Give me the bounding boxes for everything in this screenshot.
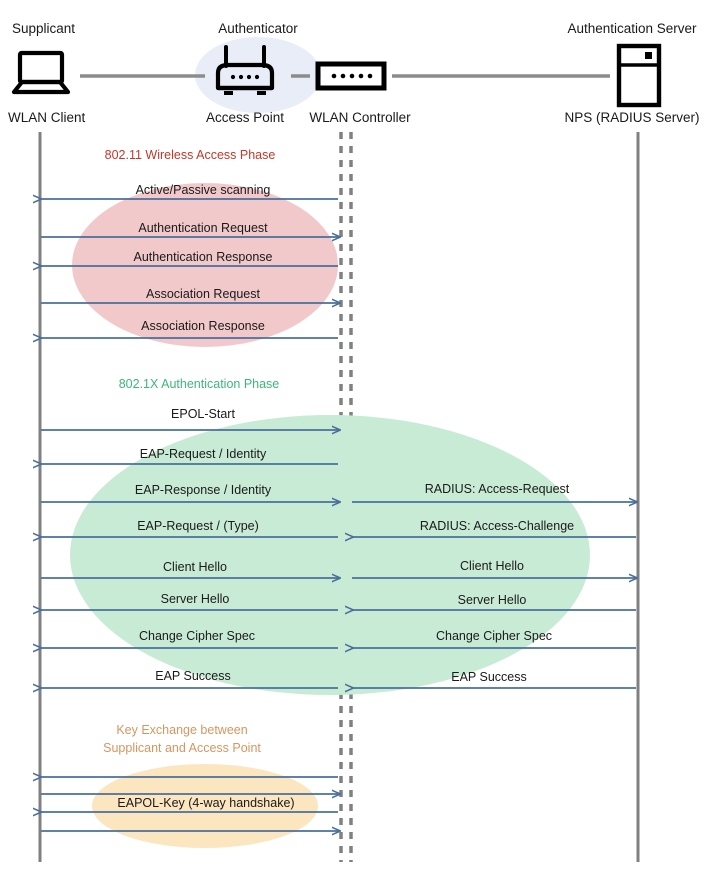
wireless-router-icon — [215, 45, 275, 95]
message-label-left-5: EPOL-Start — [171, 407, 235, 421]
message-label-right-1: RADIUS: Access-Challenge — [420, 519, 574, 533]
phase-ellipse-key-exchange — [92, 764, 318, 848]
message-label-left-7: EAP-Response / Identity — [135, 483, 272, 497]
message-label-right-2: Client Hello — [460, 559, 524, 573]
actor-role-auth-server: Authentication Server — [567, 21, 697, 36]
message-label-left-2: Authentication Response — [134, 250, 273, 264]
message-label-left-12: EAP Success — [155, 669, 231, 683]
phase-label-dot1x-auth: 802.1X Authentication Phase — [119, 377, 280, 391]
actor-name-wlan-controller: WLAN Controller — [309, 110, 411, 125]
message-label-left-6: EAP-Request / Identity — [140, 447, 267, 461]
phase-label-wireless-access: 802.11 Wireless Access Phase — [105, 148, 276, 162]
message-label-left-11: Change Cipher Spec — [139, 629, 255, 643]
message-label-left-4: Association Response — [141, 319, 265, 333]
message-label-left-8: EAP-Request / (Type) — [137, 519, 259, 533]
message-label-right-0: RADIUS: Access-Request — [425, 482, 570, 496]
laptop-icon — [11, 50, 71, 95]
actor-name-nps: NPS (RADIUS Server) — [564, 110, 699, 125]
message-label-right-5: EAP Success — [451, 670, 527, 684]
phase-label-key-exchange-line2: Supplicant and Access Point — [103, 741, 261, 755]
message-label-left-10: Server Hello — [161, 592, 230, 606]
message-label-right-4: Change Cipher Spec — [436, 629, 552, 643]
message-label-left-9: Client Hello — [163, 560, 227, 574]
phase-ellipse-wireless-access — [72, 183, 338, 347]
phase-ellipse-dot1x-auth — [70, 415, 590, 695]
message-label-right-3: Server Hello — [458, 593, 527, 607]
actor-name-wlan-client: WLAN Client — [8, 110, 86, 125]
message-label-left-3: Association Request — [146, 287, 260, 301]
actor-name-access-point: Access Point — [206, 110, 284, 125]
controller-box-icon — [315, 61, 387, 91]
actor-role-authenticator: Authenticator — [218, 21, 298, 36]
message-label-left-1: Authentication Request — [138, 221, 268, 235]
message-label-left-0: Active/Passive scanning — [136, 183, 271, 197]
phase-label-key-exchange-line1: Key Exchange between — [116, 723, 247, 737]
message-label-left-15: EAPOL-Key (4-way handshake) — [117, 796, 294, 810]
actor-role-supplicant: Supplicant — [12, 21, 75, 36]
server-tower-icon — [616, 43, 662, 108]
